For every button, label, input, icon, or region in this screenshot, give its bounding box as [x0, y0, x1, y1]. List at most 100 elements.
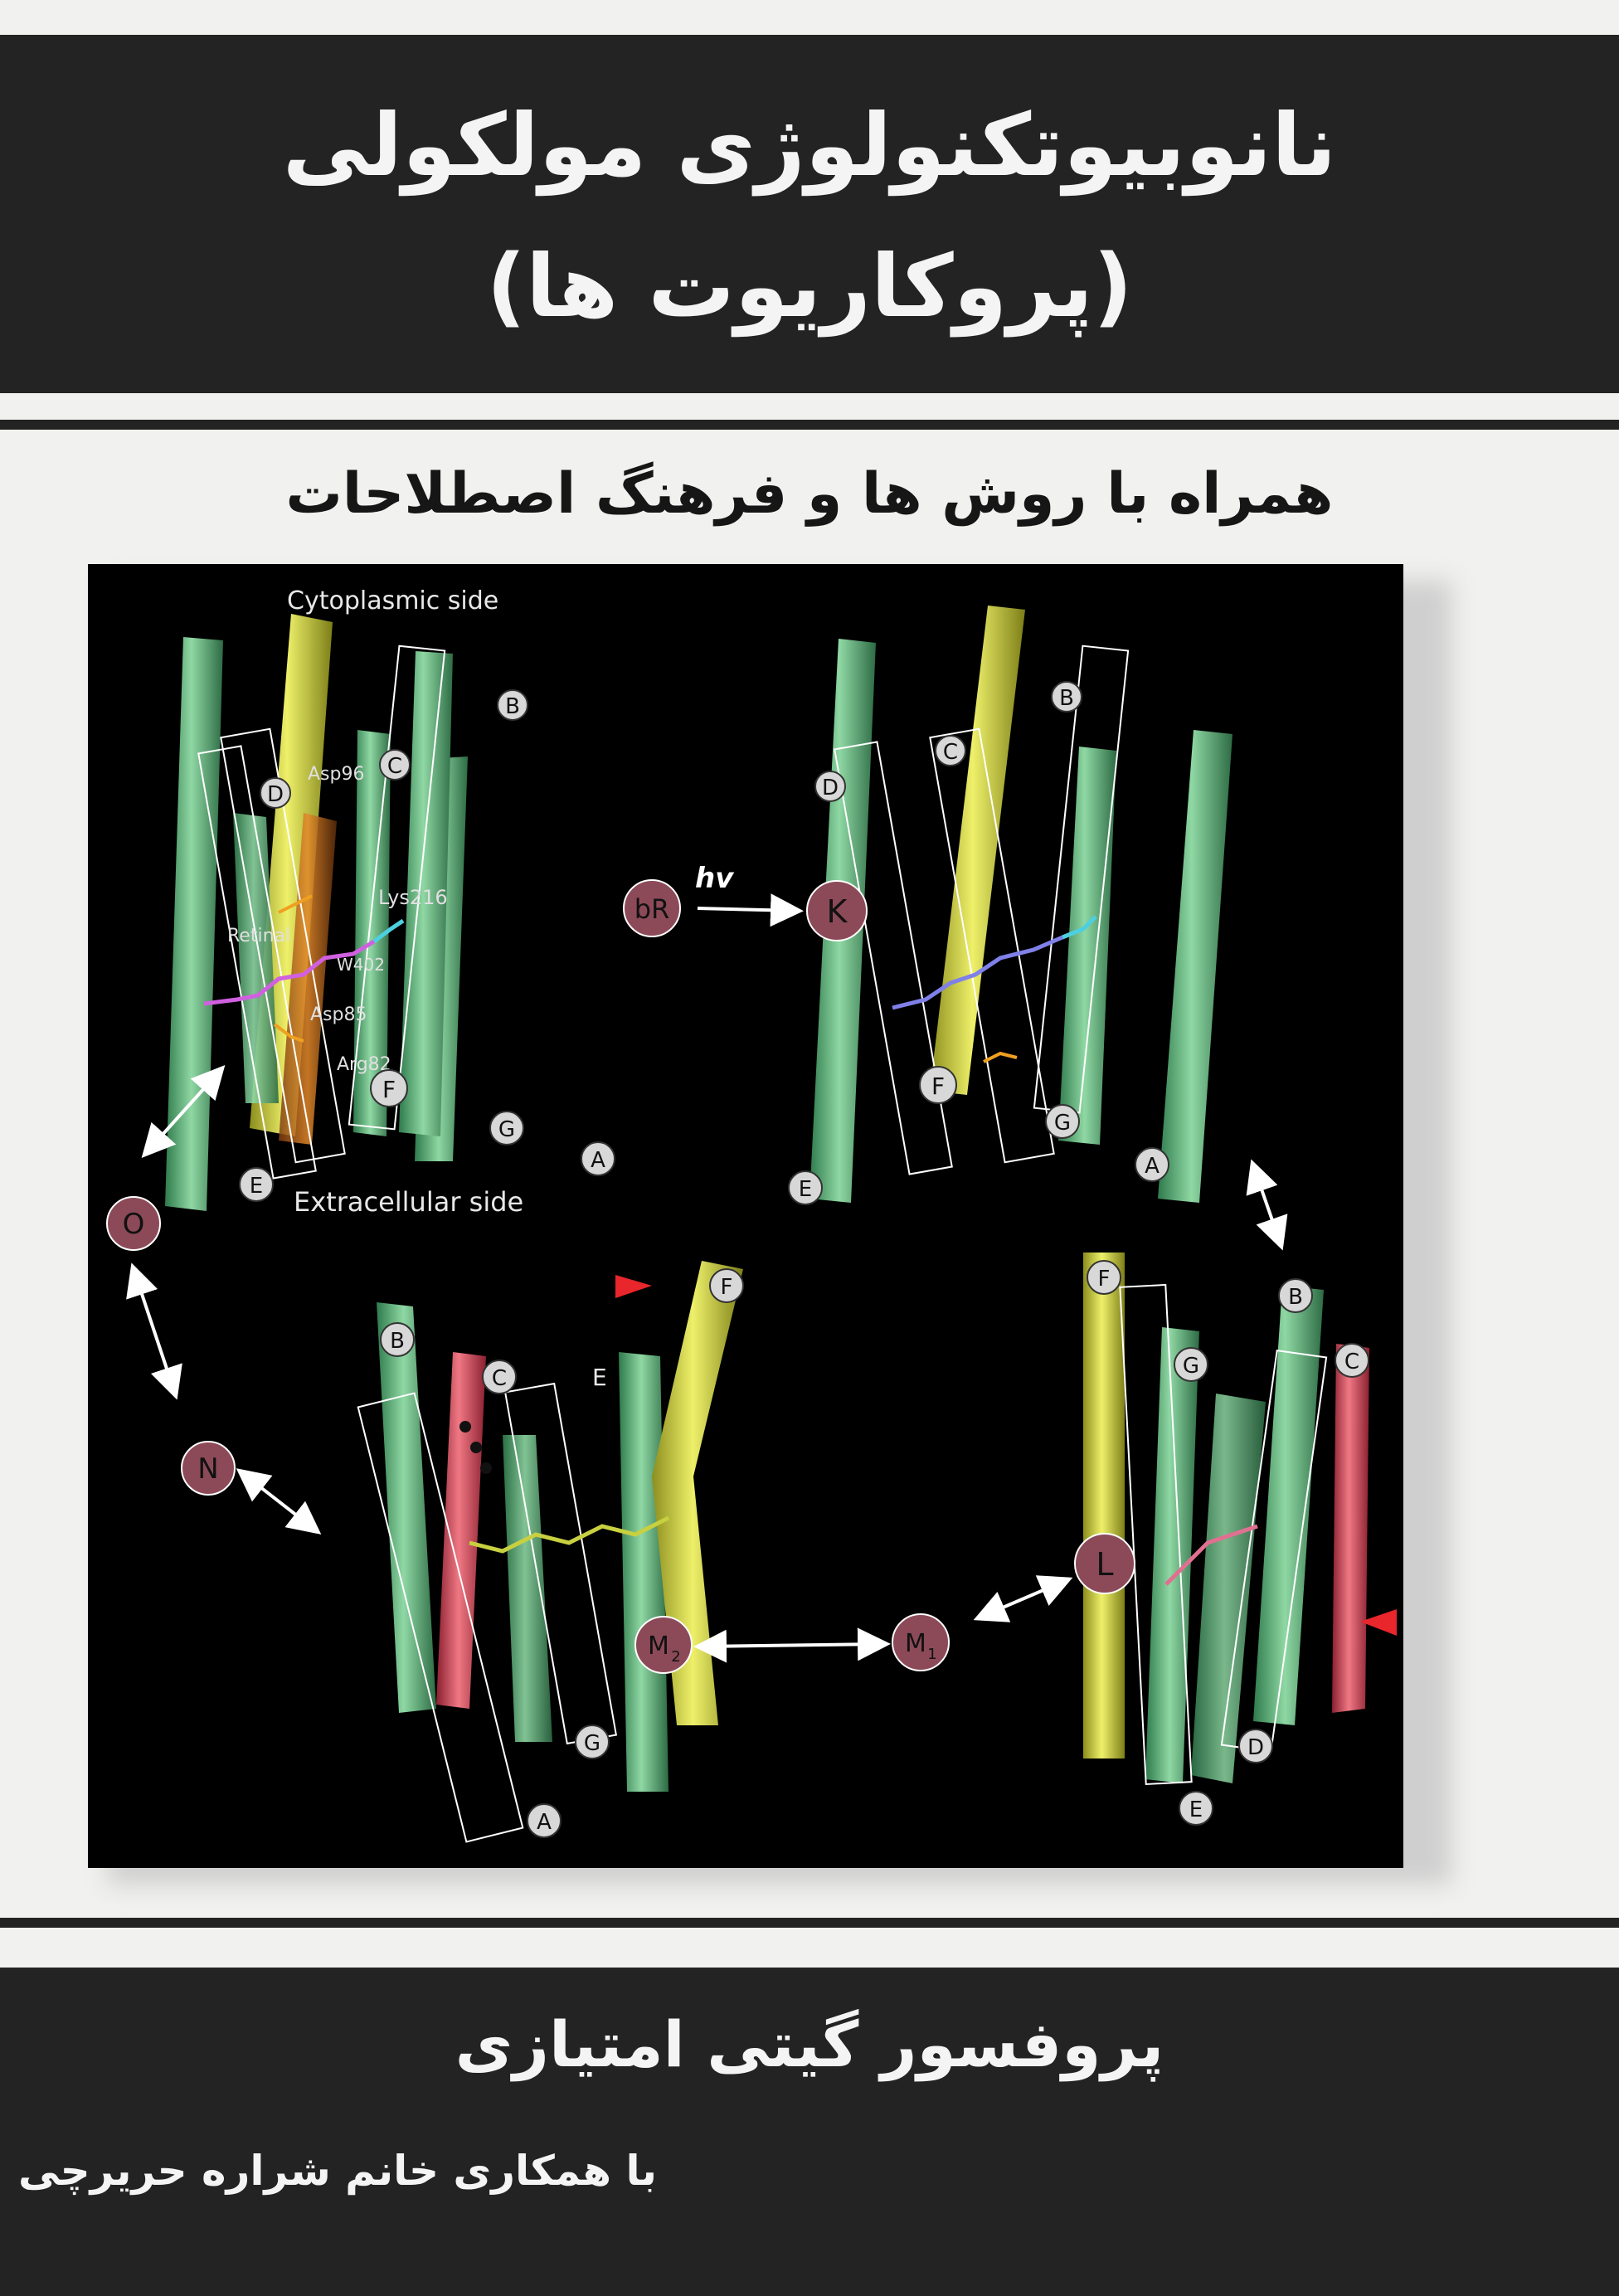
helix-f-rod-m2	[652, 1261, 743, 1725]
asp85-label: Asp85	[310, 1004, 367, 1025]
helix-g-rod	[353, 730, 391, 1136]
state-n: N	[181, 1441, 236, 1496]
helix-label-g: G	[489, 1111, 524, 1146]
helix-b-outline	[348, 645, 446, 1131]
svg-text:G: G	[1054, 1111, 1071, 1136]
retinal-chain-m2	[469, 1515, 670, 1554]
extracellular-side-label: Extracellular side	[294, 1186, 523, 1218]
helix-label-d: D	[260, 777, 291, 809]
retinal-label: Retinal	[227, 926, 290, 946]
helix-label-a-k: A	[1135, 1147, 1169, 1182]
svg-text:1: 1	[927, 1646, 936, 1663]
helix-f-rod-l	[1083, 1253, 1125, 1758]
divider-line	[0, 420, 1619, 430]
helix-b-rod-l	[1253, 1286, 1324, 1725]
svg-text:bR: bR	[634, 893, 670, 925]
svg-text:M: M	[905, 1629, 926, 1658]
arrow-m1-m2	[693, 1627, 891, 1663]
helix-label-f-l: F	[1087, 1260, 1121, 1295]
helix-c-rod-l	[1332, 1344, 1369, 1713]
svg-text:M: M	[648, 1632, 669, 1661]
cytoplasmic-side-label: Cytoplasmic side	[287, 586, 498, 615]
svg-text:A: A	[537, 1810, 552, 1835]
panel-br-structure: Cytoplasmic side Asp96 Lys216 Retinal W4…	[165, 586, 523, 1218]
helix-b-rod	[399, 651, 453, 1136]
helix-b-rod-m2	[377, 1302, 436, 1713]
helix-label-d-k: D	[814, 771, 846, 802]
water-dot	[480, 1462, 492, 1474]
helix-label-b: B	[497, 689, 528, 721]
helix-label-e-k: E	[788, 1170, 823, 1205]
helix-letter-labels: B C D F G A E B C D F G A E B C E F G A …	[239, 681, 1369, 1838]
panel-m2-structure	[357, 1261, 743, 1843]
svg-text:L: L	[1096, 1546, 1113, 1583]
cover-figure: Cytoplasmic side Asp96 Lys216 Retinal W4…	[88, 564, 1403, 1868]
svg-text:D: D	[1247, 1735, 1264, 1760]
svg-text:E: E	[1189, 1797, 1203, 1822]
photon-label: hv	[695, 862, 735, 895]
svg-text:F: F	[382, 1076, 396, 1103]
helix-e-outline-l	[1119, 1283, 1193, 1786]
arrow-k-l	[1246, 1159, 1288, 1251]
svg-text:F: F	[1098, 1267, 1111, 1292]
helix-label-f-k: F	[919, 1066, 957, 1104]
helix-label-c-m2: C	[482, 1360, 517, 1394]
svg-text:A: A	[591, 1148, 605, 1173]
retinal-chain	[203, 939, 376, 1006]
helix-label-g-l: G	[1174, 1347, 1208, 1382]
helix-label-e: E	[239, 1167, 274, 1202]
helix-c-rod-k	[930, 606, 1025, 1095]
helix-e-rod-m2	[619, 1352, 669, 1792]
helix-label-a-m2: A	[527, 1803, 562, 1838]
svg-text:O: O	[123, 1208, 145, 1241]
w402-label: W402	[337, 955, 385, 975]
water-dot	[459, 1421, 471, 1433]
title-band	[0, 35, 1619, 393]
state-m1: M 1	[892, 1613, 950, 1671]
svg-text:C: C	[1344, 1350, 1359, 1374]
book-subtitle: همراه با روش ها و فرهنگ اصطلاحات	[285, 461, 1334, 527]
svg-text:E: E	[250, 1174, 263, 1199]
svg-text:E: E	[799, 1177, 812, 1202]
lys216-label: Lys216	[378, 886, 448, 909]
svg-text:2: 2	[671, 1648, 680, 1666]
retinal-chain-l	[1164, 1524, 1258, 1586]
helix-c-outline	[220, 727, 346, 1164]
arrow-n-m2	[236, 1468, 322, 1535]
divider-line	[0, 1918, 1619, 1928]
helix-label-g-k: G	[1045, 1104, 1080, 1139]
arrow-l-m1	[973, 1575, 1073, 1622]
collaborator-credit: با همکاری خانم شراره حریرچی	[18, 2147, 657, 2195]
svg-text:F: F	[931, 1073, 945, 1100]
svg-text:G: G	[498, 1117, 515, 1142]
state-o: O	[106, 1196, 161, 1251]
lys-chain	[372, 918, 405, 943]
helix-d-outline	[197, 745, 317, 1180]
helix-c-rod-m2	[436, 1352, 486, 1709]
helix-label-e-m2: E	[592, 1364, 607, 1391]
state-k: K	[806, 880, 868, 941]
helix-label-b-k: B	[1051, 681, 1082, 713]
helix-a-rod-k	[1158, 730, 1232, 1203]
svg-text:D: D	[267, 782, 284, 807]
helix-label-f: F	[370, 1069, 408, 1107]
svg-text:B: B	[505, 694, 520, 719]
helix-g-rod-l	[1145, 1327, 1199, 1783]
svg-text:G: G	[584, 1731, 600, 1756]
svg-text:C: C	[943, 740, 958, 765]
asp85-chain-k	[983, 1051, 1018, 1063]
book-title: نانوبیوتکنولوژی مولکولی	[282, 95, 1337, 196]
svg-text:F: F	[721, 1275, 733, 1300]
panel-l-structure	[1083, 1253, 1397, 1786]
panel-k-structure	[810, 606, 1232, 1203]
photocycle-states: bR K L M 1 M 2 N O	[106, 879, 1135, 1674]
svg-text:A: A	[1145, 1154, 1160, 1179]
helix-d-rod	[165, 637, 223, 1211]
helix-label-c-k: C	[935, 735, 966, 766]
pointer-arrowhead	[1360, 1609, 1397, 1636]
water-dot	[470, 1442, 482, 1453]
author-band	[0, 1968, 1619, 2296]
svg-text:D: D	[822, 776, 839, 800]
helix-c-outline-k	[929, 727, 1055, 1164]
helix-label-g-m2: G	[575, 1724, 610, 1759]
